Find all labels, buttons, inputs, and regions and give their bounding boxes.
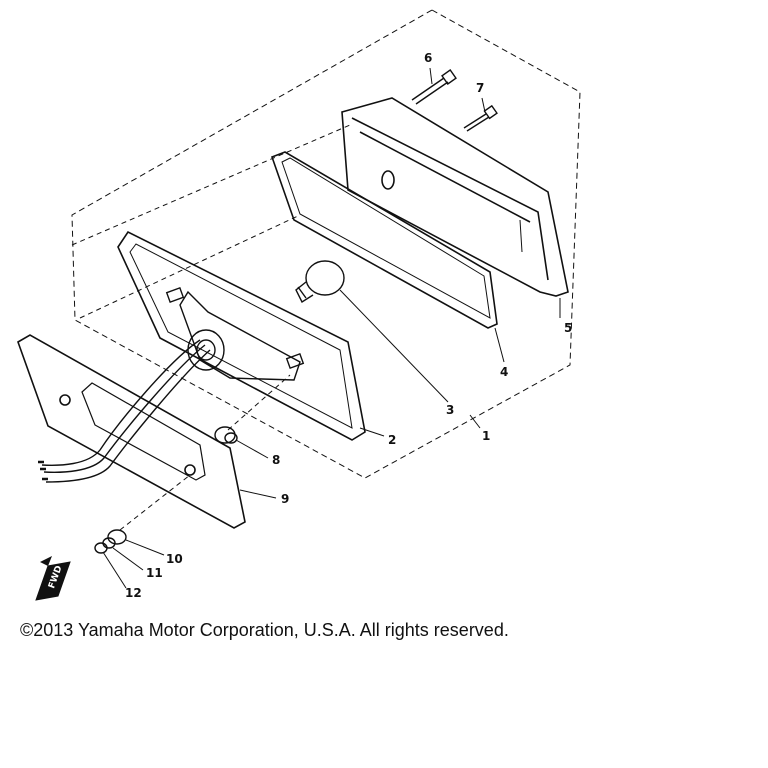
copyright-notice: ©2013 Yamaha Motor Corporation, U.S.A. A… xyxy=(20,620,509,640)
callout-1: 1 xyxy=(482,429,490,443)
fwd-arrow-icon: FWD xyxy=(35,556,71,601)
callout-4: 4 xyxy=(500,365,508,379)
alignment-lines xyxy=(71,124,351,531)
callout-2: 2 xyxy=(388,433,396,447)
hardware-10-12 xyxy=(94,529,127,554)
mounting-plate xyxy=(17,334,246,529)
leader-lines xyxy=(102,67,561,589)
bulb xyxy=(295,260,345,304)
callout-3: 3 xyxy=(446,403,454,417)
wire-harness xyxy=(38,339,211,483)
screw-7 xyxy=(463,104,498,132)
callout-12: 12 xyxy=(125,586,142,600)
callout-7: 7 xyxy=(476,81,484,95)
socket-base xyxy=(165,287,305,381)
exploded-parts-diagram: 1 2 3 4 5 6 7 8 9 10 11 12 FWD xyxy=(17,9,581,601)
base-gasket xyxy=(117,230,366,441)
callout-9: 9 xyxy=(281,492,289,506)
callout-10: 10 xyxy=(166,552,183,566)
callout-5: 5 xyxy=(564,321,572,335)
callout-6: 6 xyxy=(424,51,432,65)
grommet-8 xyxy=(214,426,238,444)
callout-8: 8 xyxy=(272,453,280,467)
lens-gasket xyxy=(270,151,498,329)
assembly-boundary xyxy=(71,9,581,479)
screw-6 xyxy=(411,69,457,105)
callout-11: 11 xyxy=(146,566,163,580)
